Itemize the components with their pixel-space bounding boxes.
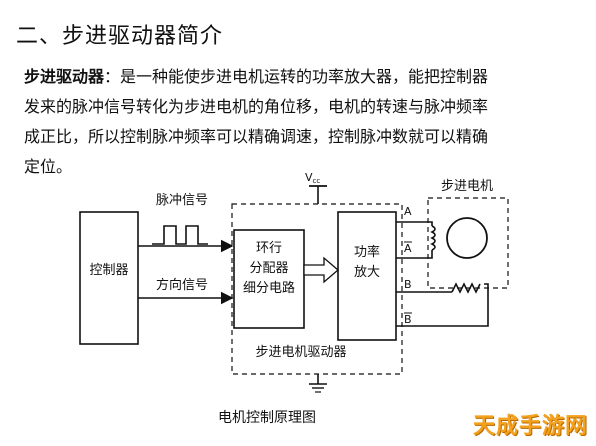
- intro-line-2: 发来的脉冲信号转化为步进电机的角位移，电机的转速与脉冲频率: [24, 97, 489, 116]
- ring-line-3: 细分电路: [243, 280, 295, 296]
- direction-signal-label: 方向信号: [156, 277, 208, 293]
- intro-line-4: 定位。: [24, 157, 73, 176]
- intro-line-3: 成正比，所以控制脉冲频率可以精确调速，控制脉冲数就可以精确: [24, 127, 489, 146]
- ring-line-2: 分配器: [249, 261, 288, 276]
- pulse-waveform: [152, 225, 208, 245]
- vcc-label: Vcc: [305, 171, 320, 185]
- diagram-caption: 电机控制原理图: [218, 410, 316, 426]
- intro-line-1: 步进驱动器：是一种能使步进电机运转的功率放大器，能把控制器: [24, 62, 544, 92]
- controller-box: [79, 211, 139, 345]
- intro-line-1-text: ：是一种能使步进电机运转的功率放大器，能把控制器: [104, 67, 489, 86]
- section-heading: 二、步进驱动器简介: [16, 24, 224, 49]
- motor-rotor: [446, 217, 488, 259]
- power-amp-box: [337, 211, 397, 341]
- ring-distributor-box: [233, 229, 305, 329]
- driver-label: 步进电机驱动器: [255, 345, 346, 360]
- watermark-text: 天成手游网: [472, 414, 588, 439]
- coil-a: [430, 225, 436, 251]
- phase-b-bar-label: B: [404, 313, 412, 326]
- ring-line-1: 环行: [256, 241, 282, 256]
- motor-title: 步进电机: [441, 179, 493, 194]
- intro-term: 步进驱动器: [24, 67, 105, 86]
- wire-a: [396, 221, 433, 226]
- driver-dashed-box: [231, 203, 403, 375]
- amp-line-2: 放大: [354, 265, 380, 280]
- phase-a-label: A: [404, 205, 412, 218]
- wire-b-bar: [396, 283, 489, 327]
- controller-label: 控制器: [89, 263, 128, 278]
- intro-paragraph: 步进驱动器：是一种能使步进电机运转的功率放大器，能把控制器 发来的脉冲信号转化为…: [24, 62, 544, 182]
- hollow-arrow: [303, 256, 339, 284]
- pulse-signal-label: 脉冲信号: [156, 193, 208, 208]
- wire-a-bar: [396, 250, 433, 259]
- amp-line-1: 功率: [354, 244, 380, 260]
- motor-dashed-box: [427, 197, 509, 289]
- site-watermark: 天成手游网: [473, 404, 594, 444]
- phase-a-bar-label: A: [404, 242, 412, 255]
- phase-b-label: B: [404, 278, 412, 291]
